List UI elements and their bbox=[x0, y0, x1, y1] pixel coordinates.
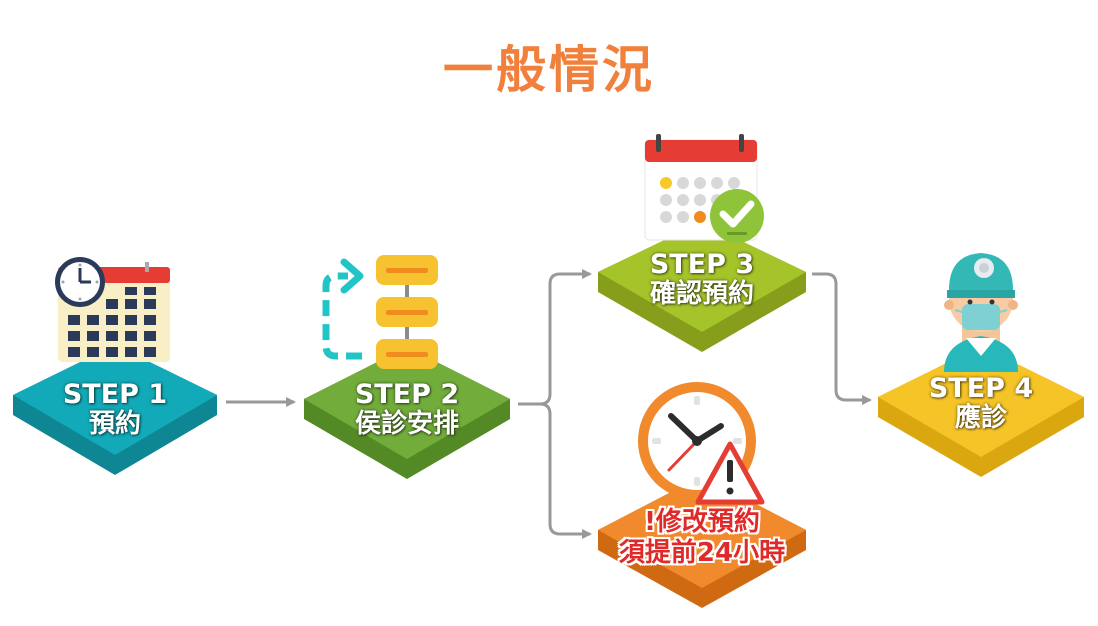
step3-title: 確認預約 bbox=[649, 279, 754, 310]
step1-diamond bbox=[13, 345, 217, 475]
step1-label: STEP 1 預約 bbox=[40, 379, 190, 440]
step2-label: STEP 2 侯診安排 bbox=[322, 379, 492, 440]
doctor-icon bbox=[944, 253, 1018, 372]
arrow-step3-to-step4 bbox=[812, 272, 872, 405]
step4-number: STEP 4 bbox=[928, 373, 1034, 404]
page-title: 一般情況 bbox=[443, 41, 655, 99]
connectors bbox=[226, 269, 872, 539]
step3-label: STEP 3 確認預約 bbox=[617, 249, 787, 310]
calendar-check-icon bbox=[644, 134, 764, 243]
step4-title: 應診 bbox=[954, 403, 1007, 434]
step2-title: 侯診安排 bbox=[354, 409, 459, 440]
alarm-clock-warning-icon bbox=[638, 382, 765, 505]
arrow-step2-to-warning bbox=[539, 402, 592, 539]
step2-diamond bbox=[304, 347, 510, 479]
step1-number: STEP 1 bbox=[62, 379, 168, 410]
server-sync-icon bbox=[322, 255, 438, 369]
arrow-step2-to-step3 bbox=[518, 269, 592, 406]
clock-calendar-icon bbox=[55, 257, 170, 362]
warning-line2: 須提前24小時 bbox=[618, 538, 786, 569]
step1-title: 預約 bbox=[88, 409, 141, 440]
step4-label: STEP 4 應診 bbox=[906, 373, 1056, 434]
step2-number: STEP 2 bbox=[354, 379, 460, 410]
step4-diamond bbox=[878, 346, 1084, 477]
step3-number: STEP 3 bbox=[649, 249, 755, 280]
warning-line1: !修改預約 bbox=[644, 507, 760, 537]
warning-label: !修改預約 須提前24小時 bbox=[592, 507, 812, 569]
step3-diamond bbox=[598, 222, 806, 352]
